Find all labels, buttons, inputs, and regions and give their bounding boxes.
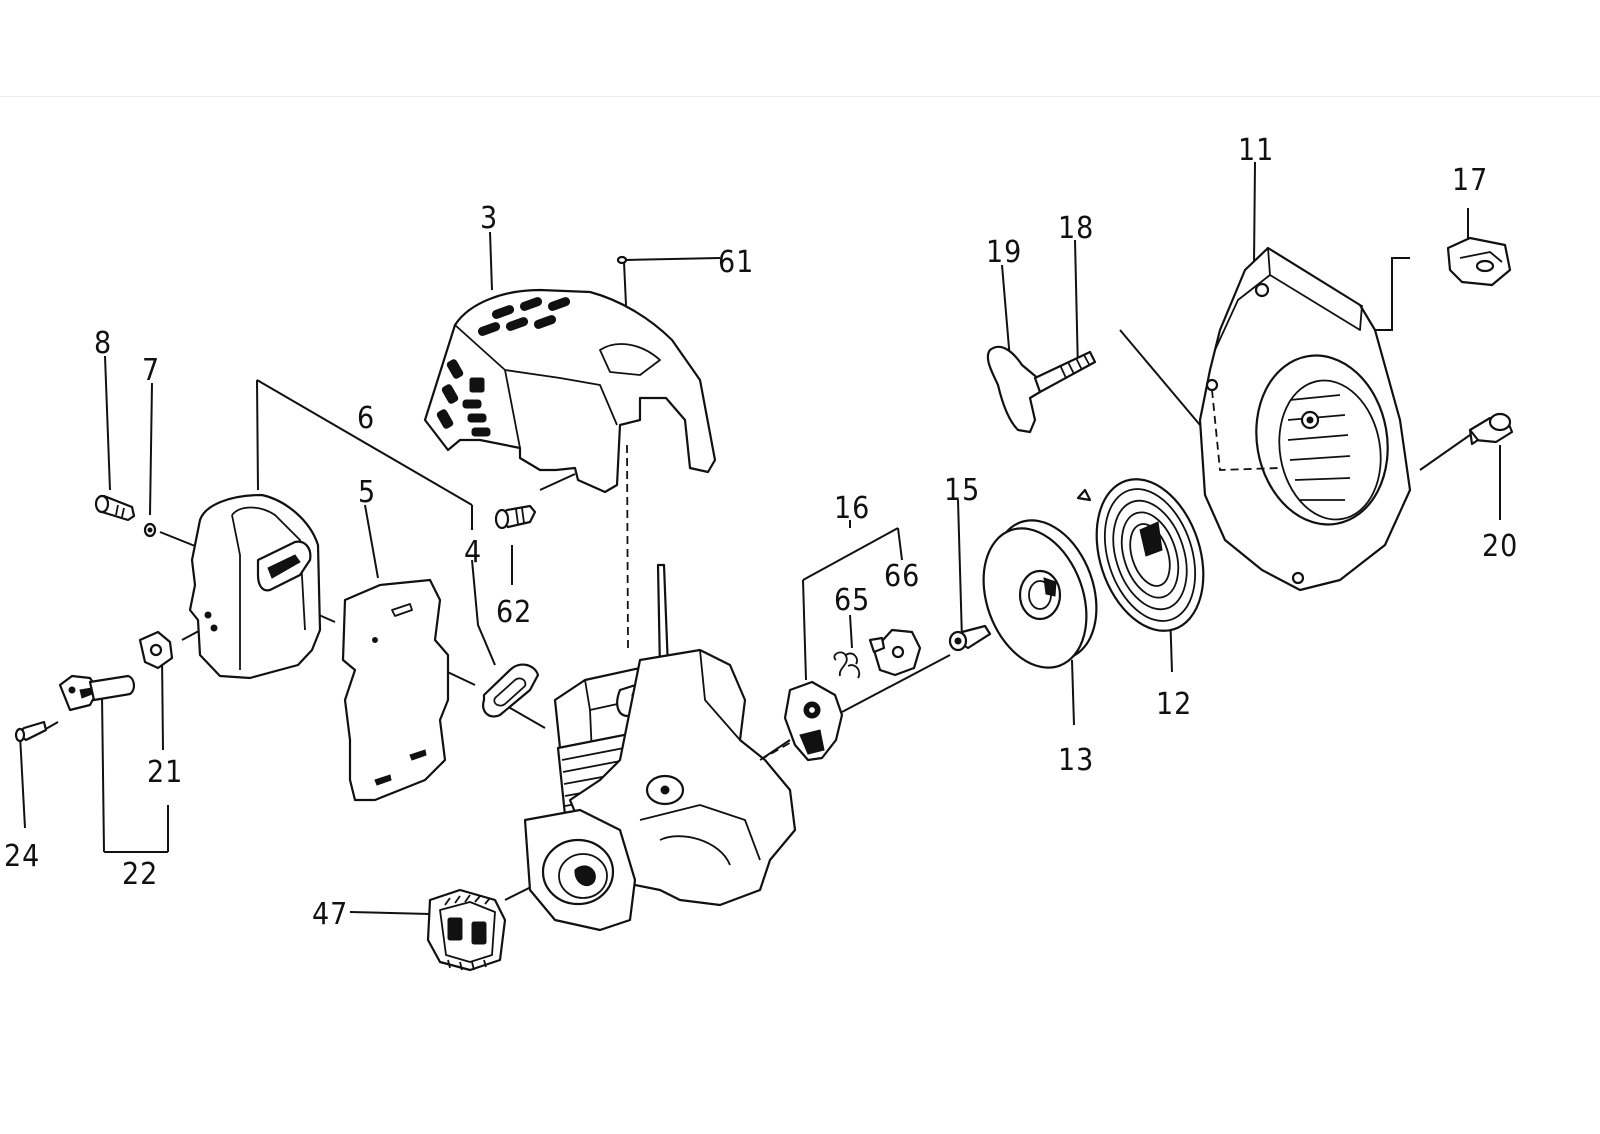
bolt-62 [494,504,537,530]
label-part-24: 24 [4,839,40,874]
part-labels: 3 61 8 7 6 5 4 62 21 24 22 47 16 65 66 1… [4,133,1518,932]
screw-20 [1468,412,1514,446]
label-part-19: 19 [986,235,1022,270]
screw-15 [948,624,992,652]
rope-guide-17 [1446,236,1512,287]
spring-65 [833,651,861,679]
gasket-21 [138,630,174,670]
label-part-13: 13 [1058,743,1094,778]
label-part-65: 65 [834,583,870,618]
gasket-4 [482,663,540,718]
fan-housing-11 [1198,246,1412,592]
clutch-47 [426,888,507,972]
ignition-coil-16 [783,680,844,762]
washer-7 [143,522,157,538]
page-top-rule [0,96,1600,97]
starter-rope-18 [1033,350,1097,394]
label-part-8: 8 [94,326,112,361]
engine-block [523,563,797,932]
label-part-11: 11 [1238,133,1274,168]
leader-lines [19,161,1501,915]
label-part-20: 20 [1482,529,1518,564]
label-part-15: 15 [944,473,980,508]
bolt-8 [94,494,136,522]
screw-24 [14,720,48,743]
recoil-spring-12 [1076,478,1205,632]
label-part-7: 7 [142,353,160,388]
label-part-12: 12 [1156,687,1192,722]
label-part-5: 5 [358,475,376,510]
label-part-21: 21 [147,755,183,790]
label-part-4: 4 [464,535,482,570]
cover-vents [436,297,571,437]
starter-handle-19 [986,345,1042,434]
label-part-17: 17 [1452,163,1488,198]
label-part-62: 62 [496,595,532,630]
label-part-66: 66 [884,559,920,594]
label-part-61: 61 [718,245,754,280]
label-part-16: 16 [834,491,870,526]
pawl-66 [868,628,922,677]
label-part-22: 22 [122,857,158,892]
label-part-18: 18 [1058,211,1094,246]
muffler [188,493,322,680]
heat-shield-plate-5 [341,578,450,802]
label-part-47: 47 [312,897,348,932]
starter-pulley-13 [982,519,1098,669]
engine-cover-3 [423,288,717,651]
label-part-3: 3 [480,201,498,236]
label-part-6: 6 [357,401,375,436]
exhaust-pipe-22 [58,674,135,712]
